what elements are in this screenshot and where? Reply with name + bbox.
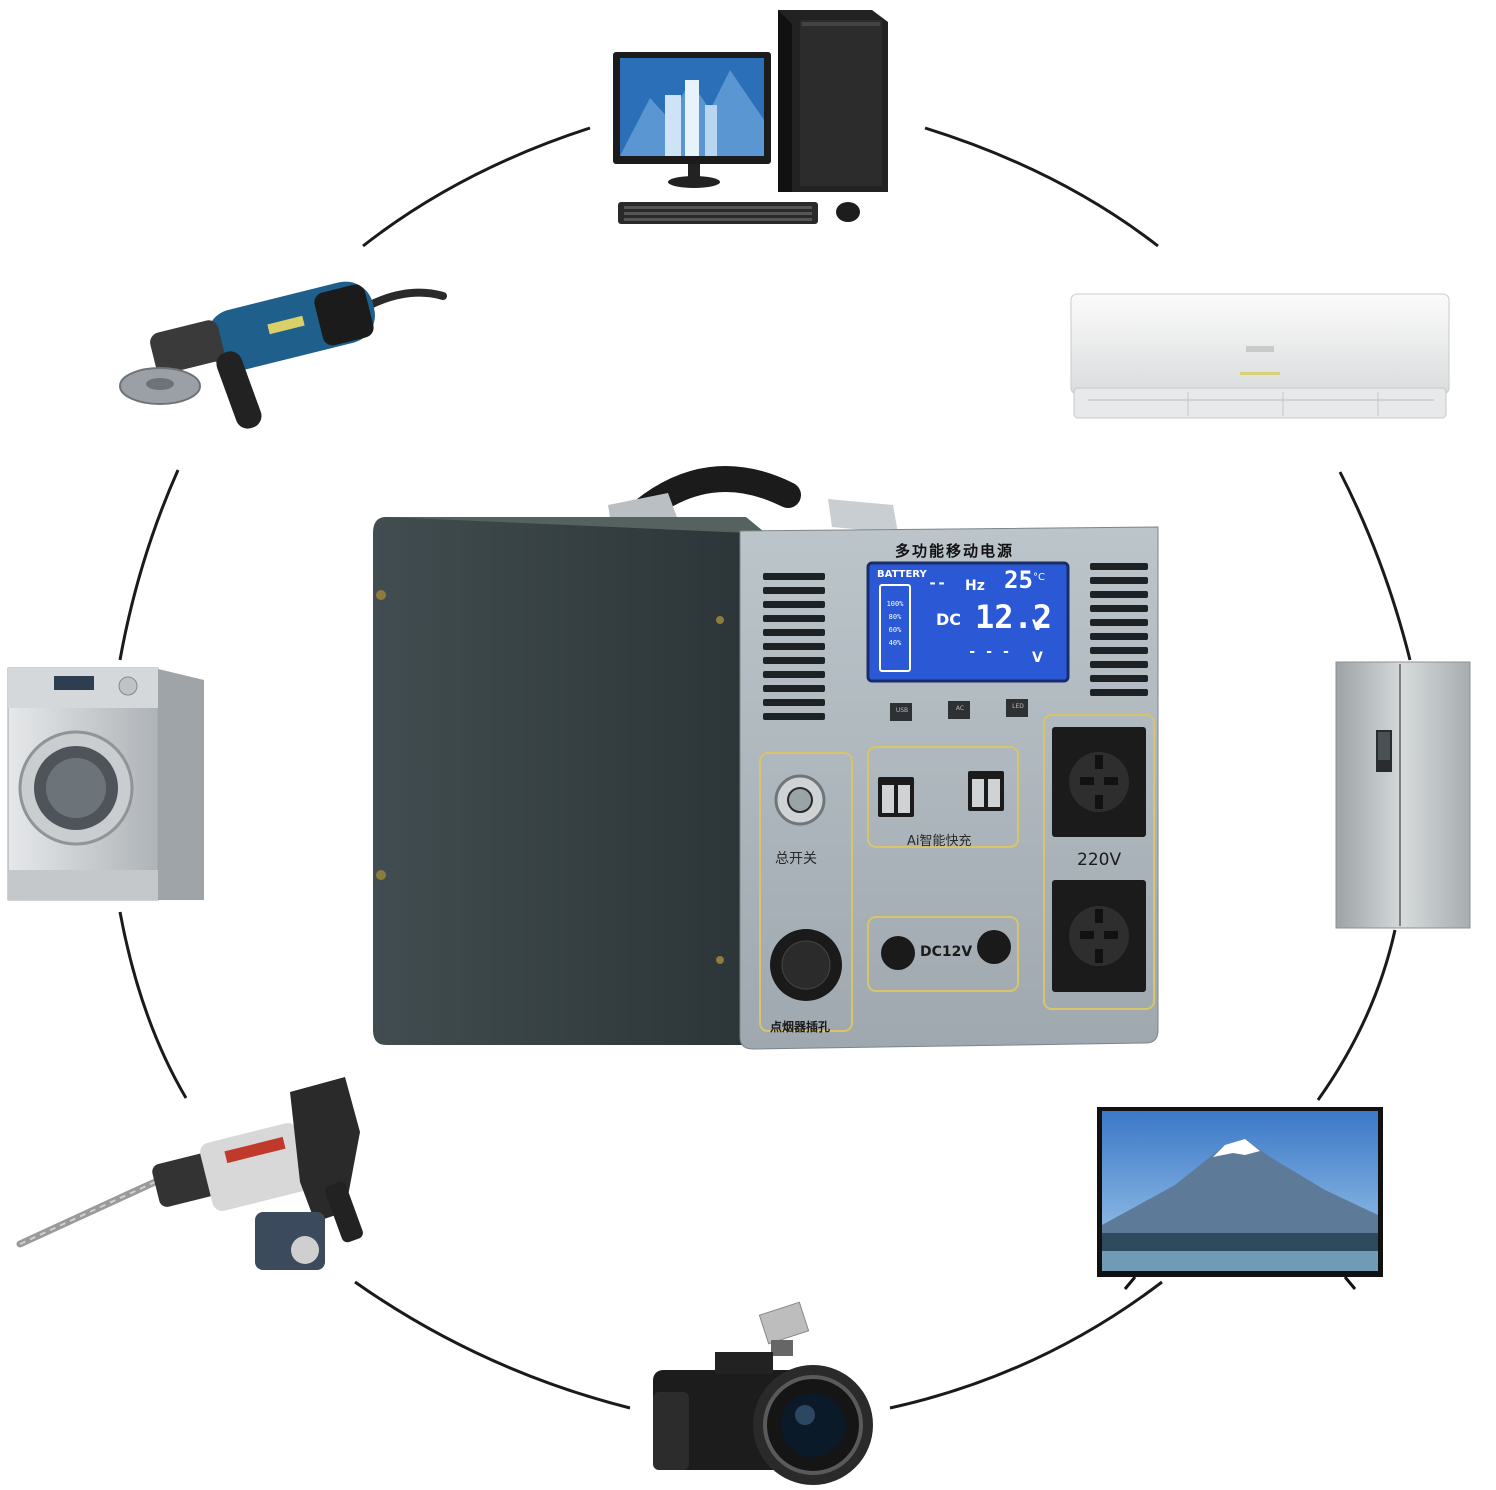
arc-washer-grinder [118, 469, 180, 661]
ac-toggle-button[interactable]: AC [955, 705, 965, 712]
lcd-temperature: 25 [1004, 566, 1033, 594]
lcd-dc-voltage: 12.2 [975, 598, 1053, 636]
lcd-battery-label: BATTERY [877, 569, 927, 580]
arc-computer-ac [924, 126, 1159, 248]
lcd-dc-label: DC [936, 610, 962, 629]
lcd-battery-levels: 100% 80% 60% 40% [884, 598, 906, 650]
lcd-temperature-unit: °C [1033, 572, 1045, 583]
arc-fridge-tv [1316, 929, 1397, 1101]
dc12v-label: DC12V [920, 944, 973, 960]
battery-level-40: 40% [888, 639, 902, 647]
usb-toggle-button[interactable]: USB [895, 707, 909, 714]
television-image [1097, 1107, 1383, 1290]
lcd-dc-voltage-unit: V [1032, 618, 1043, 634]
refrigerator-image [1335, 661, 1471, 929]
lcd-hz-unit: Hz [965, 578, 985, 594]
camera-image [653, 1301, 873, 1485]
battery-level-100: 100% [886, 600, 904, 608]
arc-drill-washer [118, 911, 188, 1099]
arc-camera-drill [354, 1280, 631, 1410]
arc-ac-fridge [1338, 471, 1412, 661]
air-conditioner-image [1070, 293, 1450, 419]
hammer-drill-image [16, 1077, 363, 1270]
battery-level-80: 80% [888, 613, 902, 621]
angle-grinder-image [119, 281, 447, 429]
led-toggle-button[interactable]: LED [1012, 703, 1024, 710]
battery-level-60: 60% [888, 626, 902, 634]
power-switch-button[interactable] [776, 776, 824, 824]
lcd-ac-value: - - - [968, 644, 1011, 660]
desktop-computer-image [613, 10, 888, 224]
station-title: 多功能移动电源 [895, 542, 1015, 560]
power-station [373, 466, 1159, 1050]
power-switch-label: 总开关 [775, 851, 817, 867]
arc-tv-camera [889, 1280, 1163, 1410]
ac-outlet-label: 220V [1077, 850, 1122, 870]
cigarette-socket-label: 点烟器插孔 [770, 1020, 831, 1034]
washing-machine-image [7, 667, 204, 901]
arc-grinder-computer [362, 126, 591, 248]
lcd-hz-value: -- [928, 574, 947, 592]
lcd-ac-unit: V [1032, 650, 1043, 666]
usb-fast-charge-label: Ai智能快充 [907, 834, 972, 849]
